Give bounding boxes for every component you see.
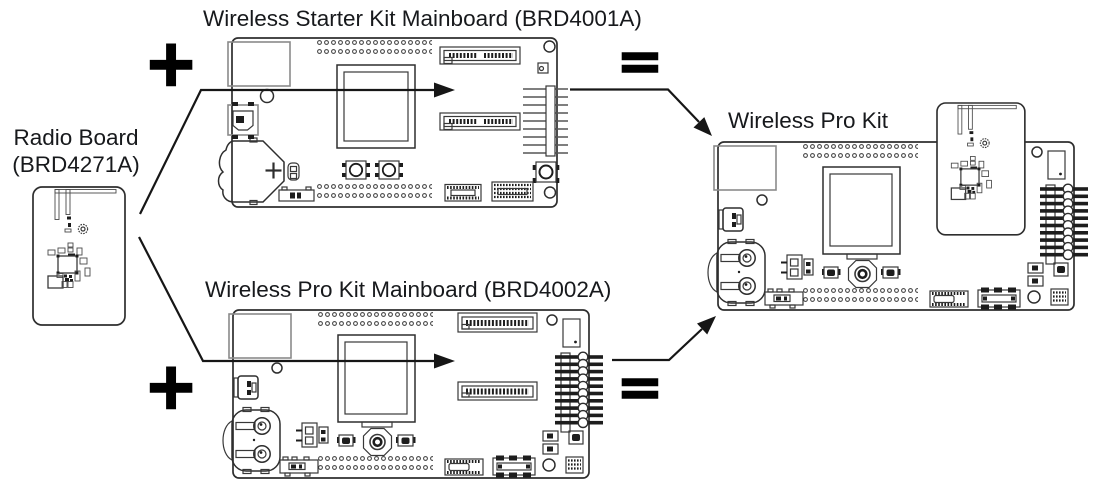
radio-board-title-line2: (BRD4271A) xyxy=(12,152,140,177)
battery-clip xyxy=(287,162,300,181)
starter-kit-mainboard-graphic xyxy=(217,37,568,208)
usb-mini-port xyxy=(227,102,259,139)
debug-led-component xyxy=(537,62,549,74)
push-button-right xyxy=(375,160,403,180)
mounting-hole xyxy=(543,186,557,199)
plus-operator-top: + xyxy=(143,27,199,101)
breakout-pads-bottom xyxy=(316,183,432,200)
plus-operator-bottom: + xyxy=(143,350,199,424)
arrowhead-into-pro-mainboard xyxy=(434,353,455,369)
radio-board-title: Radio Board (BRD4271A) xyxy=(0,124,152,178)
bottom-connector-b xyxy=(491,181,534,202)
pro-kit-base-board-graphic xyxy=(708,142,1088,310)
pro-kit-mainboard-title: Wireless Pro Kit Mainboard (BRD4002A) xyxy=(205,277,612,302)
flow-connectors xyxy=(138,82,716,369)
arrowhead-into-pro-kit-top xyxy=(693,117,712,136)
radio-card-connector-top xyxy=(439,46,521,65)
power-switch xyxy=(278,186,315,202)
radio-to-starter-line xyxy=(139,88,437,215)
reset-button xyxy=(532,161,560,183)
lcd-display xyxy=(336,64,416,149)
radio-board-title-line1: Radio Board xyxy=(13,125,139,150)
radio-to-pro-mainboard-line xyxy=(138,236,437,363)
bottom-connector-a xyxy=(444,183,482,202)
breakout-pads-top xyxy=(316,40,432,57)
pro-kit-title: Wireless Pro Kit xyxy=(728,108,889,133)
pro-kit-mounted-radio-board-graphic xyxy=(936,102,1026,236)
mounting-hole xyxy=(543,40,556,53)
equals-operator-bottom: = xyxy=(616,355,664,420)
push-button-left xyxy=(342,160,370,180)
coin-cell-battery-holder xyxy=(217,137,300,206)
arrowhead-into-starter xyxy=(434,82,455,98)
pcb-outline xyxy=(231,37,558,208)
equals-operator-top: = xyxy=(616,29,664,94)
expansion-pin-header xyxy=(523,85,568,157)
arrowhead-into-pro-kit-bottom xyxy=(697,316,716,335)
radio-board-graphic xyxy=(32,186,126,326)
starter-to-pro-kit-line xyxy=(570,88,700,123)
pro-kit-mainboard-graphic xyxy=(223,310,603,478)
radio-card-connector-bottom xyxy=(439,112,521,131)
starter-kit-mainboard-title: Wireless Starter Kit Mainboard (BRD4001A… xyxy=(203,6,642,31)
pro-mainboard-to-pro-kit-line xyxy=(612,328,703,362)
ethernet-port xyxy=(227,41,291,87)
